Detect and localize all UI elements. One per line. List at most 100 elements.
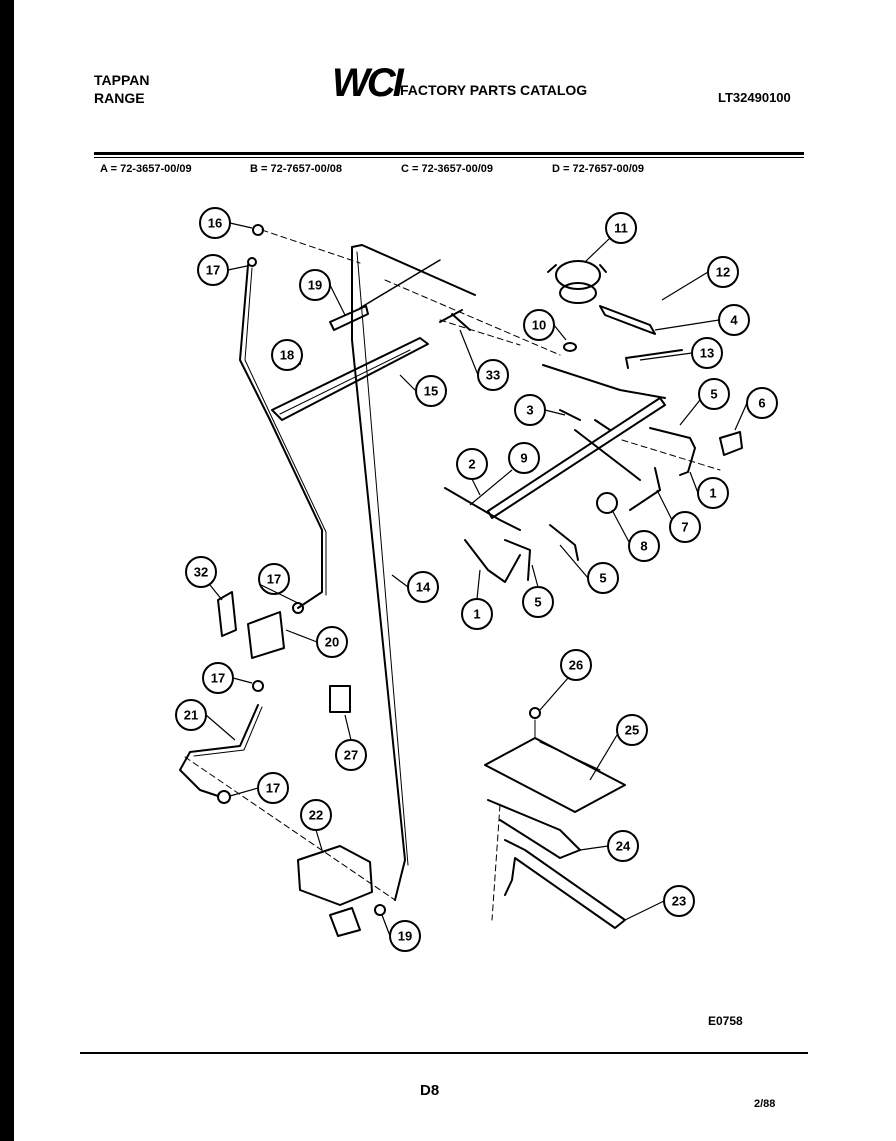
part-15-bar	[271, 337, 429, 421]
part-4-bracket	[599, 305, 656, 335]
svg-text:18: 18	[280, 348, 294, 363]
svg-text:21: 21	[184, 708, 198, 723]
callout-14: 14	[407, 571, 439, 603]
svg-text:9: 9	[520, 451, 527, 466]
part-33-fitting	[439, 309, 471, 331]
callout-8: 8	[628, 530, 660, 562]
header-rule-thin	[94, 157, 804, 158]
callout-22: 22	[300, 799, 332, 831]
svg-text:6: 6	[758, 396, 765, 411]
part-27-block	[329, 685, 351, 713]
part-8-disk	[596, 492, 618, 514]
part-14-tube	[351, 244, 476, 901]
callout-4: 4	[718, 304, 750, 336]
callout-24: 24	[607, 830, 639, 862]
catalog-page: TAPPAN RANGE WCI FACTORY PARTS CATALOG L…	[14, 0, 896, 1141]
callout-17: 17	[257, 772, 289, 804]
callout-5: 5	[698, 378, 730, 410]
svg-text:16: 16	[208, 216, 222, 231]
callout-19: 19	[389, 920, 421, 952]
callout-17: 17	[258, 563, 290, 595]
callout-23: 23	[663, 885, 695, 917]
variant-c: C = 72-3657-00/09	[401, 163, 494, 175]
callout-17: 17	[197, 254, 229, 286]
callout-5: 5	[522, 586, 554, 618]
callout-25: 25	[616, 714, 648, 746]
brand-name: TAPPAN	[94, 72, 150, 88]
callout-27: 27	[335, 739, 367, 771]
callout-13: 13	[691, 337, 723, 369]
part-19-fitting	[329, 305, 369, 331]
svg-text:17: 17	[267, 572, 281, 587]
svg-text:27: 27	[344, 748, 358, 763]
callout-21: 21	[175, 699, 207, 731]
svg-text:22: 22	[309, 808, 323, 823]
variant-d: D = 72-7657-00/09	[552, 163, 645, 175]
part-23-pipe	[504, 839, 626, 929]
svg-text:5: 5	[710, 387, 717, 402]
diagram-code: E0758	[708, 1014, 743, 1028]
callout-9: 9	[508, 442, 540, 474]
callout-26: 26	[560, 649, 592, 681]
part-10-knob	[563, 342, 577, 352]
part-20-regulator	[247, 611, 285, 659]
callout-11: 11	[605, 212, 637, 244]
svg-text:3: 3	[526, 403, 533, 418]
svg-text:13: 13	[700, 346, 714, 361]
svg-text:15: 15	[424, 384, 438, 399]
product-type: RANGE	[94, 90, 145, 106]
variant-b: B = 72-7657-00/08	[250, 163, 343, 175]
svg-text:24: 24	[616, 839, 631, 854]
svg-text:2: 2	[468, 457, 475, 472]
part-18-tube	[239, 264, 323, 609]
wci-logo: WCI	[332, 61, 404, 105]
footer-rule	[80, 1052, 808, 1054]
part-13-rod	[625, 349, 683, 369]
callout-10: 10	[523, 309, 555, 341]
callout-18: 18	[271, 339, 303, 371]
svg-text:32: 32	[194, 565, 208, 580]
print-date: 2/88	[754, 1098, 776, 1110]
svg-text:8: 8	[640, 539, 647, 554]
svg-text:26: 26	[569, 658, 583, 673]
part-32-bracket	[217, 591, 237, 637]
svg-text:23: 23	[672, 894, 686, 909]
callout-1: 1	[461, 598, 493, 630]
callout-7: 7	[669, 511, 701, 543]
svg-text:5: 5	[534, 595, 541, 610]
svg-text:7: 7	[681, 520, 688, 535]
svg-text:4: 4	[730, 313, 738, 328]
part-6-clip	[719, 431, 743, 456]
svg-text:1: 1	[473, 607, 480, 622]
svg-text:19: 19	[308, 278, 322, 293]
svg-text:11: 11	[614, 221, 628, 236]
model-number: LT32490100	[718, 90, 791, 105]
callout-33: 33	[477, 359, 509, 391]
part-7-tube	[629, 467, 661, 511]
callout-12: 12	[707, 256, 739, 288]
part-25-tray	[484, 737, 626, 813]
part-11-motor	[555, 260, 601, 290]
callout-6: 6	[746, 387, 778, 419]
callout-32: 32	[185, 556, 217, 588]
svg-text:25: 25	[625, 723, 639, 738]
svg-text:19: 19	[398, 929, 412, 944]
variant-a: A = 72-3657-00/09	[100, 163, 192, 175]
svg-text:20: 20	[325, 635, 339, 650]
part-1-tube	[464, 539, 521, 583]
callout-20: 20	[316, 626, 348, 658]
part-2-tube	[444, 487, 521, 531]
callout-17: 17	[202, 662, 234, 694]
callout-1: 1	[697, 477, 729, 509]
svg-text:14: 14	[416, 580, 431, 595]
part-22-valve	[297, 845, 373, 906]
part-5-burner-right	[649, 427, 696, 476]
callout-5: 5	[587, 562, 619, 594]
page-number: D8	[420, 1082, 440, 1099]
svg-text:17: 17	[266, 781, 280, 796]
callout-3: 3	[514, 394, 546, 426]
part-21-tube	[179, 704, 259, 797]
svg-text:10: 10	[532, 318, 546, 333]
svg-text:1: 1	[709, 486, 716, 501]
callout-19: 19	[299, 269, 331, 301]
